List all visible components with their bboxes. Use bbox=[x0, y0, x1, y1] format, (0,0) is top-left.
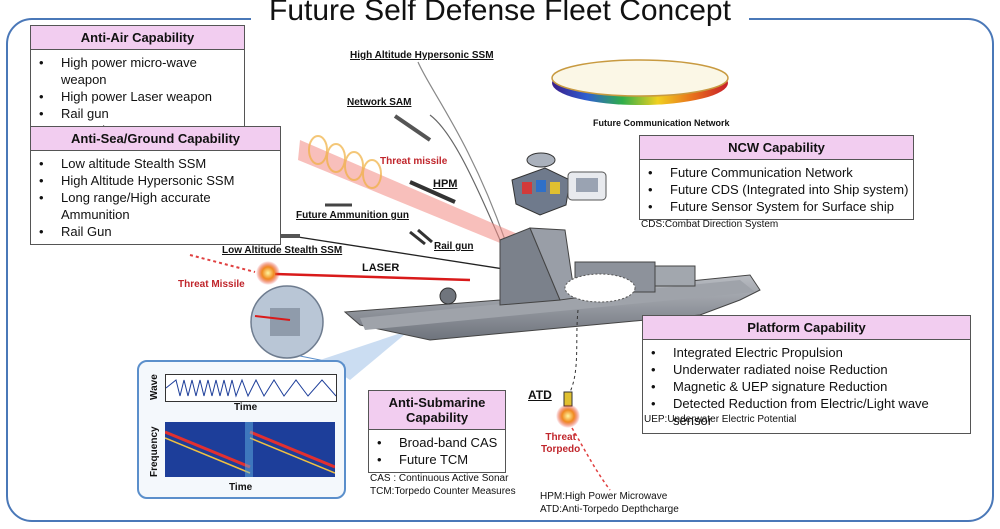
label-threat-missile-top: Threat missile bbox=[380, 156, 448, 167]
inset-frequency-label: Frequency bbox=[149, 426, 160, 477]
threat-torpedo-trajectory bbox=[571, 427, 611, 491]
ncw-list: Future Communication Network Future CDS … bbox=[640, 160, 913, 219]
hpm-beam bbox=[298, 140, 520, 245]
platform-item: Detected Reduction from Electric/Light w… bbox=[643, 395, 970, 429]
platform-item: Magnetic & UEP signature Reduction bbox=[643, 378, 970, 395]
anti-air-header: Anti-Air Capability bbox=[31, 26, 244, 50]
atd-icon bbox=[563, 391, 573, 407]
hypersonic-ssm-trajectory bbox=[417, 61, 506, 241]
label-comm-network: Future Communication Network bbox=[593, 118, 730, 128]
anti-sea-box: Anti-Sea/Ground Capability Low altitude … bbox=[30, 126, 281, 245]
page-title: Future Self Defense Fleet Concept bbox=[0, 0, 1000, 28]
ncw-note: CDS:Combat Direction System bbox=[641, 219, 779, 230]
anti-sub-note-cas: CAS : Continuous Active Sonar bbox=[370, 473, 509, 484]
anti-sub-item: Future TCM bbox=[369, 451, 505, 468]
anti-sub-note-tcm: TCM:Torpedo Counter Measures bbox=[370, 486, 516, 497]
atd-note: ATD:Anti-Torpedo Depthcharge bbox=[540, 504, 679, 515]
platform-box: Platform Capability Integrated Electric … bbox=[642, 315, 971, 434]
laser-impact-icon bbox=[256, 261, 280, 285]
ncw-item: Future CDS (Integrated into Ship system) bbox=[640, 181, 913, 198]
label-laser: LASER bbox=[362, 262, 400, 274]
threat-missile-top-icon bbox=[409, 180, 456, 204]
atd-trajectory bbox=[569, 309, 579, 393]
anti-air-item: Rail gun bbox=[31, 105, 244, 122]
anti-sea-item: High Altitude Hypersonic SSM bbox=[31, 172, 280, 189]
network-sam-missile bbox=[393, 114, 432, 142]
anti-air-item: High power Laser weapon bbox=[31, 88, 244, 105]
platform-item: Integrated Electric Propulsion bbox=[643, 344, 970, 361]
label-threat-torpedo-line-2: Torpedo bbox=[541, 444, 581, 455]
label-threat-torpedo: Threat Torpedo bbox=[541, 432, 580, 456]
platform-list: Integrated Electric Propulsion Underwate… bbox=[643, 340, 970, 433]
hpm-rings bbox=[308, 135, 382, 189]
atd-blast-icon bbox=[556, 404, 580, 428]
anti-sea-item: Low altitude Stealth SSM bbox=[31, 155, 280, 172]
ncw-item: Future Sensor System for Surface ship bbox=[640, 198, 913, 215]
cds-module-icon bbox=[511, 152, 571, 216]
anti-sea-item: Rail Gun bbox=[31, 223, 280, 240]
rail-gun-projectile-icon bbox=[409, 228, 433, 246]
sonar-inset: Wave Time Frequency Time bbox=[137, 360, 346, 499]
label-high-alt-ssm: High Altitude Hypersonic SSM bbox=[350, 50, 494, 61]
wave-plot bbox=[165, 374, 337, 402]
network-sam-trajectory bbox=[429, 114, 501, 241]
threat-missile-left-trajectory bbox=[189, 254, 256, 273]
anti-sea-item: Long range/High accurate Ammunition bbox=[31, 189, 280, 223]
label-threat-torpedo-line-1: Threat bbox=[545, 432, 576, 443]
label-threat-missile-left: Threat Missile bbox=[178, 279, 245, 290]
label-rail-gun: Rail gun bbox=[434, 241, 474, 252]
anti-sub-header: Anti-Submarine Capability bbox=[369, 391, 505, 430]
anti-air-item: High power micro-wave weapon bbox=[31, 54, 244, 88]
spectrogram-plot bbox=[165, 422, 335, 477]
label-network-sam: Network SAM bbox=[347, 97, 412, 108]
anti-sub-box: Anti-Submarine Capability Broad-band CAS… bbox=[368, 390, 506, 473]
label-atd: ATD bbox=[528, 388, 552, 402]
anti-sub-item: Broad-band CAS bbox=[369, 434, 505, 451]
label-future-ammo-gun: Future Ammunition gun bbox=[296, 210, 409, 221]
comm-network-ring bbox=[551, 59, 729, 105]
laser-beam bbox=[274, 272, 471, 282]
anti-sea-header: Anti-Sea/Ground Capability bbox=[31, 127, 280, 151]
label-hpm: HPM bbox=[433, 178, 458, 190]
inset-wave-label: Wave bbox=[149, 374, 160, 400]
sensor-module-icon bbox=[567, 171, 607, 201]
low-alt-ssm-trajectory bbox=[284, 234, 511, 271]
anti-sub-list: Broad-band CAS Future TCM bbox=[369, 430, 505, 472]
inset-time-label-1: Time bbox=[234, 402, 258, 413]
platform-note: UEP:Underwater Electric Potential bbox=[644, 414, 797, 425]
anti-sea-list: Low altitude Stealth SSM High Altitude H… bbox=[31, 151, 280, 244]
laser-turret-icon bbox=[250, 285, 324, 359]
ncw-item: Future Communication Network bbox=[640, 164, 913, 181]
label-low-alt-ssm: Low Altitude Stealth SSM bbox=[222, 245, 343, 256]
hpm-note: HPM:High Power Microwave bbox=[540, 491, 668, 502]
ncw-box: NCW Capability Future Communication Netw… bbox=[639, 135, 914, 220]
inset-time-label-2: Time bbox=[229, 482, 253, 493]
ncw-header: NCW Capability bbox=[640, 136, 913, 160]
ship-icon bbox=[343, 227, 761, 341]
platform-item: Underwater radiated noise Reduction bbox=[643, 361, 970, 378]
platform-header: Platform Capability bbox=[643, 316, 970, 340]
